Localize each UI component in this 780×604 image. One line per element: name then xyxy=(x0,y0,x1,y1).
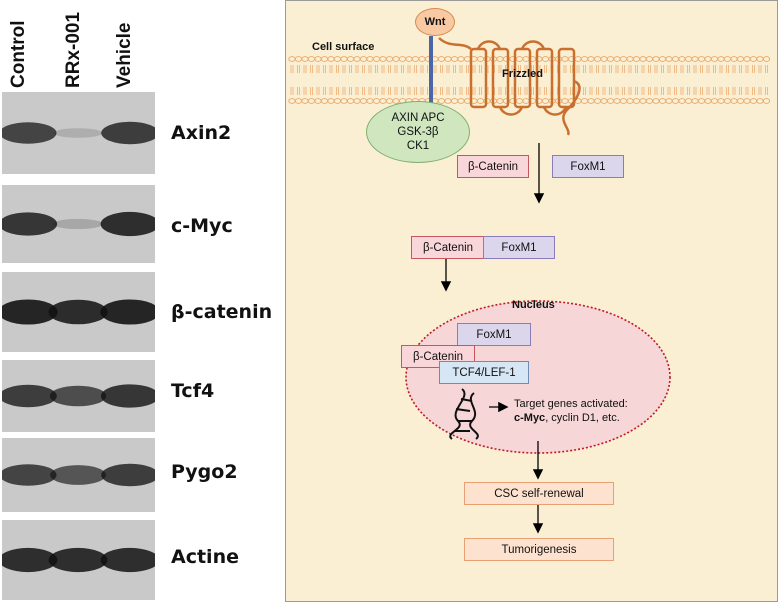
complex-line-axin-apc: AXIN APC xyxy=(391,112,445,124)
tumorigenesis-box: Tumorigenesis xyxy=(464,538,614,561)
blot-band xyxy=(2,122,57,144)
target-genes-c-myc: c-Myc xyxy=(514,412,546,424)
blot-band xyxy=(48,547,108,573)
destruction-complex: AXIN APC GSK-3β CK1 xyxy=(366,101,470,163)
blot-band xyxy=(101,463,155,487)
beta-catenin-box-cytoplasm: β-Catenin xyxy=(457,155,529,178)
protein-label-tcf4: Tcf4 xyxy=(171,380,215,402)
wnt-label: Wnt xyxy=(424,16,446,28)
blot-band xyxy=(100,547,155,573)
dna-icon xyxy=(449,388,479,440)
blot-band xyxy=(53,218,103,230)
wnt-ligand: Wnt xyxy=(415,8,455,36)
nucleus-label: Nucleus xyxy=(512,299,555,311)
pathway-panel: Wnt Cell surface Frizzled AXIN APC GSK-3… xyxy=(285,0,778,602)
blot-band xyxy=(100,299,155,325)
protein-label-pygo2: Pygo2 xyxy=(171,461,238,483)
blot-band xyxy=(2,384,57,408)
blot-band xyxy=(100,211,155,237)
blot-band xyxy=(101,121,155,145)
frizzled-receptor xyxy=(438,37,581,136)
lane-label-control: Control xyxy=(8,20,29,88)
blot-band xyxy=(2,464,57,486)
protein-label-c-myc: c-Myc xyxy=(171,215,233,237)
blot-strip-tcf4 xyxy=(2,360,155,432)
blot-strip-pygo2 xyxy=(2,438,155,512)
target-genes-line1: Target genes activated: xyxy=(514,398,628,410)
blot-strip-axin2 xyxy=(2,92,155,174)
blot-band xyxy=(53,128,103,138)
lane-label-vehicle: Vehicle xyxy=(114,22,135,89)
target-genes-text: Target genes activated: c-Myc, cyclin D1… xyxy=(514,397,628,425)
foxm1-box-complex: FoxM1 xyxy=(483,236,555,259)
foxm1-box-nucleus: FoxM1 xyxy=(457,323,531,346)
blot-strip-c-myc xyxy=(2,185,155,263)
target-genes-rest: , cyclin D1, etc. xyxy=(545,412,620,424)
blot-band xyxy=(2,212,58,236)
cell-surface-label: Cell surface xyxy=(312,41,375,53)
blot-strip-beta-catenin xyxy=(2,272,155,352)
blot-band xyxy=(2,299,58,325)
blot-band xyxy=(48,299,108,325)
csc-self-renewal-box: CSC self-renewal xyxy=(464,482,614,505)
blot-band xyxy=(2,547,58,573)
protein-label-axin2: Axin2 xyxy=(171,122,232,144)
cell-membrane xyxy=(288,56,771,104)
blot-band xyxy=(49,385,107,407)
protein-label-beta-catenin: β-catenin xyxy=(171,301,273,323)
blot-band xyxy=(100,384,155,408)
complex-line-gsk3b: GSK-3β xyxy=(397,126,439,138)
blot-strip-actine xyxy=(2,520,155,600)
frizzled-label: Frizzled xyxy=(502,68,543,80)
lane-label-rrx001: RRx-001 xyxy=(63,11,84,88)
foxm1-box-cytoplasm: FoxM1 xyxy=(552,155,624,178)
complex-line-ck1: CK1 xyxy=(406,140,430,152)
protein-label-actine: Actine xyxy=(171,546,239,568)
blot-band xyxy=(50,465,106,485)
beta-catenin-box-complex: β-Catenin xyxy=(411,236,485,259)
tcf4-lef1-box: TCF4/LEF-1 xyxy=(439,361,529,384)
